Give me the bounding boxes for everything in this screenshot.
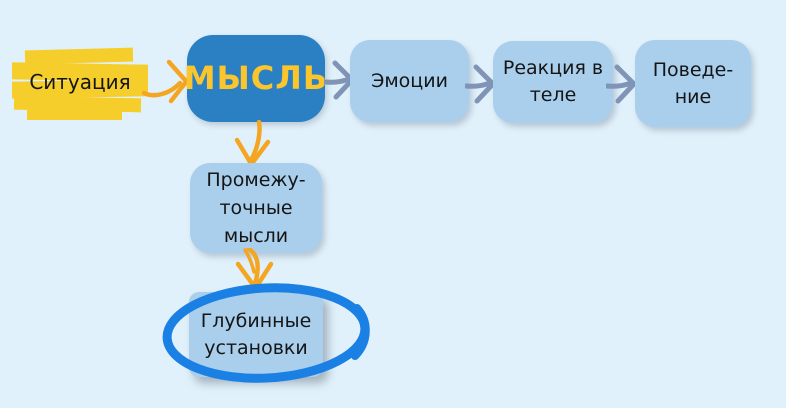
intermediate-line3: мысли xyxy=(223,225,289,247)
core-beliefs-line1: Глубинные xyxy=(200,309,312,332)
node-behavior: Поведе- ние xyxy=(635,40,751,127)
body-reaction-line1: Реакция в xyxy=(502,57,604,79)
thought-label: МЫСЛЬ xyxy=(183,59,329,97)
node-core-beliefs: Глубинные установки xyxy=(189,292,323,377)
situation-label: Ситуация xyxy=(29,69,131,94)
arrow-emotions-to-body-reaction-icon xyxy=(465,64,495,104)
highlighter-strokes-icon xyxy=(12,47,148,120)
core-beliefs-line2: установки xyxy=(204,336,308,359)
intermediate-line1: Промежу- xyxy=(206,169,306,191)
core-beliefs-label: Глубинные установки xyxy=(201,308,312,362)
intermediate-line2: точные xyxy=(219,197,293,219)
arrow-body-reaction-to-behavior-icon xyxy=(606,64,636,104)
behavior-line2: ние xyxy=(674,85,712,108)
arrow-thought-to-emotions-icon xyxy=(324,60,354,100)
node-body-reaction: Реакция в теле xyxy=(493,41,613,123)
behavior-label: Поведе- ние xyxy=(653,57,733,111)
node-intermediate-thoughts: Промежу- точные мысли xyxy=(190,163,322,253)
arrow-situation-to-thought-icon xyxy=(142,59,189,104)
node-situation: Ситуация xyxy=(12,46,148,120)
circle-annotation-icon xyxy=(162,283,370,383)
body-reaction-label: Реакция в теле xyxy=(503,55,603,109)
node-emotions: Эмоции xyxy=(350,40,469,122)
body-reaction-line2: теле xyxy=(529,84,577,106)
arrow-intermediate-to-core-icon xyxy=(235,248,274,289)
node-thought: МЫСЛЬ xyxy=(183,35,329,122)
intermediate-thoughts-label: Промежу- точные мысли xyxy=(206,166,305,250)
behavior-line1: Поведе- xyxy=(652,58,734,81)
emotions-label: Эмоции xyxy=(371,69,448,92)
arrow-thought-to-intermediate-icon xyxy=(234,120,271,165)
